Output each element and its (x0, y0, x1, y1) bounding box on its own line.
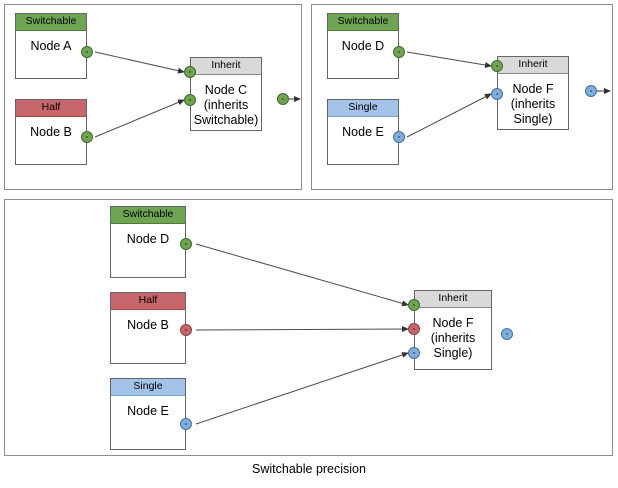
node-a-label: Node A (30, 39, 72, 53)
node-f-input-port-0[interactable] (491, 60, 503, 72)
node-e-header: Single (328, 100, 398, 117)
node-f-header: Inherit (498, 57, 568, 74)
node-e2-header: Single (111, 379, 185, 396)
node-b2-header: Half (111, 293, 185, 310)
node-d2[interactable]: Switchable Node D (110, 206, 186, 278)
node-e2[interactable]: Single Node E (110, 378, 186, 450)
node-f-output-port[interactable] (585, 85, 597, 97)
node-d[interactable]: Switchable Node D (327, 13, 399, 79)
node-b2-label: Node B (127, 318, 169, 332)
node-b2[interactable]: Half Node B (110, 292, 186, 364)
node-a-output-port[interactable] (81, 46, 93, 58)
node-e-output-port[interactable] (393, 131, 405, 143)
node-d2-header: Switchable (111, 207, 185, 224)
panel-mixed-precision-example (4, 199, 613, 456)
node-d-label: Node D (341, 39, 385, 53)
node-f-input-port-1[interactable] (491, 88, 503, 100)
node-e2-label: Node E (127, 404, 169, 418)
node-f2-label: Node F (inherits Single) (430, 316, 476, 360)
node-c-output-port[interactable] (277, 93, 289, 105)
node-e-label: Node E (342, 125, 384, 139)
node-f2-input-port-1[interactable] (408, 323, 420, 335)
node-d2-output-port[interactable] (180, 238, 192, 250)
node-d-output-port[interactable] (393, 46, 405, 58)
node-c-input-port-0[interactable] (184, 66, 196, 78)
node-f2-output-port[interactable] (501, 328, 513, 340)
node-b2-output-port[interactable] (180, 324, 192, 336)
node-b-label: Node B (30, 125, 72, 139)
node-e[interactable]: Single Node E (327, 99, 399, 165)
node-f2-input-port-0[interactable] (408, 299, 420, 311)
node-c-header: Inherit (191, 58, 261, 75)
node-f2-header: Inherit (415, 291, 491, 308)
node-b-output-port[interactable] (81, 131, 93, 143)
node-a[interactable]: Switchable Node A (15, 13, 87, 79)
node-c-label: Node C (inherits Switchable) (193, 83, 259, 127)
node-f-label: Node F (inherits Single) (510, 82, 556, 126)
node-c-input-port-1[interactable] (184, 94, 196, 106)
figure-caption: Switchable precision (252, 462, 366, 476)
node-e2-output-port[interactable] (180, 418, 192, 430)
node-c[interactable]: Inherit Node C (inherits Switchable) (190, 57, 262, 131)
node-f2-input-port-2[interactable] (408, 347, 420, 359)
node-a-header: Switchable (16, 14, 86, 31)
node-f2[interactable]: Inherit Node F (inherits Single) (414, 290, 492, 370)
node-b[interactable]: Half Node B (15, 99, 87, 165)
node-d2-label: Node D (126, 232, 170, 246)
node-f[interactable]: Inherit Node F (inherits Single) (497, 56, 569, 130)
node-b-header: Half (16, 100, 86, 117)
node-d-header: Switchable (328, 14, 398, 31)
